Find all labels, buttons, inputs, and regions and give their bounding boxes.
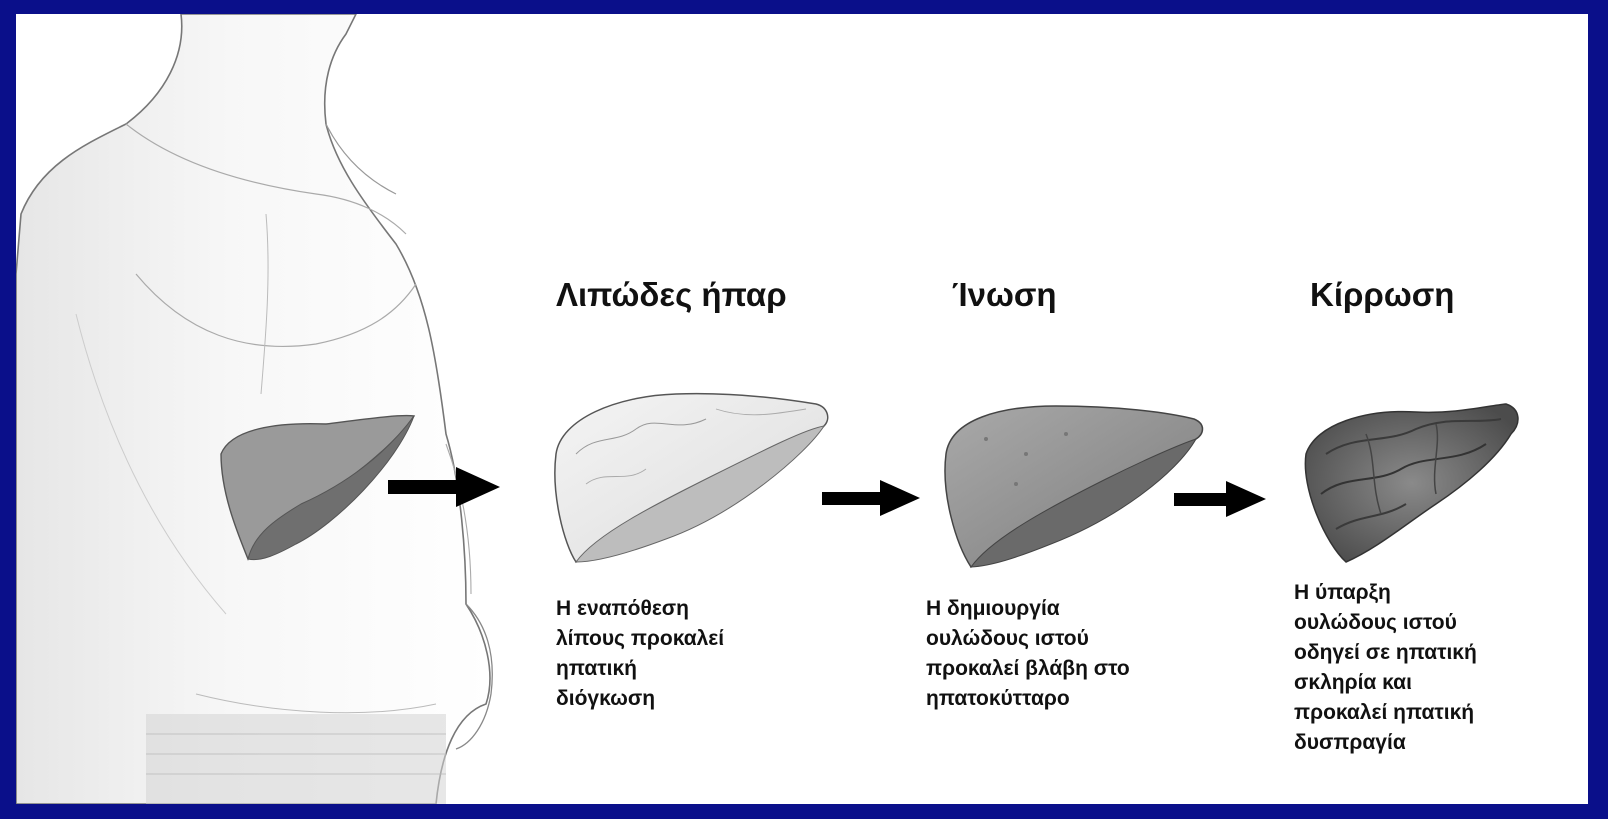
caption-line: ουλώδους ιστού	[926, 624, 1130, 654]
caption-line: ηπατοκύτταρο	[926, 684, 1130, 714]
caption-line: Η ύπαρξη	[1294, 578, 1477, 608]
caption-line: λίπους προκαλεί	[556, 624, 724, 654]
fatty-liver-icon	[555, 394, 828, 562]
stage-caption-fatty-liver: Η εναπόθεση λίπους προκαλεί ηπατική διόγ…	[556, 594, 724, 714]
stage-title-fatty-liver: Λιπώδες ήπαρ	[556, 276, 787, 314]
diagram-frame: Λιπώδες ήπαρ Ίνωση Κίρρωση Η εναπόθεση λ…	[16, 14, 1588, 804]
caption-line: διόγκωση	[556, 684, 724, 714]
caption-line: ηπατική	[556, 654, 724, 684]
stage-title-fibrosis: Ίνωση	[952, 276, 1057, 314]
caption-line: οδηγεί σε ηπατική	[1294, 638, 1477, 668]
stage-caption-cirrhosis: Η ύπαρξη ουλώδους ιστού οδηγεί σε ηπατικ…	[1294, 578, 1477, 758]
caption-line: προκαλεί βλάβη στο	[926, 654, 1130, 684]
caption-line: δυσπραγία	[1294, 728, 1477, 758]
cirrhotic-liver-icon	[1305, 404, 1518, 562]
caption-line: ουλώδους ιστού	[1294, 608, 1477, 638]
stage-title-cirrhosis: Κίρρωση	[1310, 276, 1454, 314]
caption-line: προκαλεί ηπατική	[1294, 698, 1477, 728]
caption-line: Η δημιουργία	[926, 594, 1130, 624]
caption-line: Η εναπόθεση	[556, 594, 724, 624]
caption-line: σκληρία και	[1294, 668, 1477, 698]
fibrotic-liver-icon	[945, 406, 1202, 567]
stage-caption-fibrosis: Η δημιουργία ουλώδους ιστού προκαλεί βλά…	[926, 594, 1130, 714]
